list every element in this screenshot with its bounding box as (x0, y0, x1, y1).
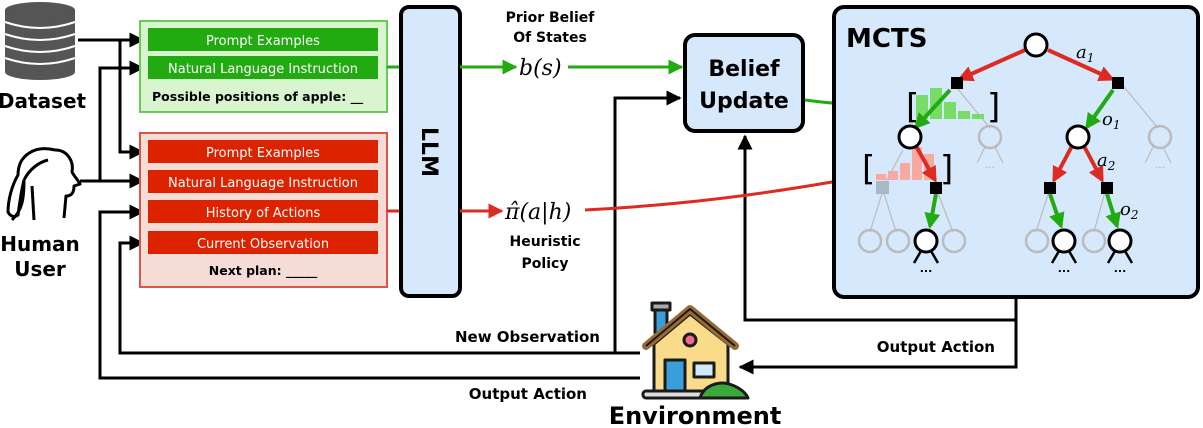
label-o1: o1 (1102, 109, 1120, 132)
dataset-label: Dataset (0, 89, 87, 113)
belief-prompt-box: Prompt Examples Natural Language Instruc… (139, 20, 388, 113)
ellipsis: ... (1114, 262, 1127, 275)
policy-symbol: π̂(a|h) (504, 200, 571, 225)
database-icon (4, 2, 76, 80)
human-label-line1: Human (0, 232, 80, 256)
mcts-title: MCTS (846, 24, 927, 54)
inactive-nodes (857, 124, 1173, 254)
human-head-icon (6, 147, 82, 222)
output-action-label-right: Output Action (877, 338, 995, 356)
house-icon (641, 301, 750, 400)
prior-belief-caption-line2: Of States (513, 30, 587, 46)
policy-to-mcts-arrow (584, 173, 858, 212)
action-nodes (930, 77, 1124, 194)
observation-nodes (897, 32, 1133, 254)
label-o2: o2 (1120, 199, 1138, 222)
policy-caption-line1: Heuristic (509, 234, 580, 250)
belief-update-line1: Belief (708, 57, 780, 82)
belief-prompt-item (148, 28, 378, 51)
llm-label: LLM (416, 127, 441, 177)
policy-prompt-item (148, 170, 378, 193)
mcts-panel: MCTS ... ... (832, 5, 1200, 299)
new-observation-label: New Observation (455, 328, 600, 346)
ellipsis-faded: ... (985, 160, 995, 171)
leaf-branches (912, 250, 1134, 264)
belief-update-block: Belief Update (683, 33, 805, 133)
svg-text:[: [ (862, 149, 875, 189)
inactive-action-node (876, 181, 889, 194)
policy-prompt-item (148, 140, 378, 163)
ellipsis-faded: ... (1155, 160, 1165, 171)
policy-prompt-item (148, 200, 378, 223)
belief-prompt-instruction: Natural Language Instruction (168, 62, 358, 77)
belief-query: Possible positions of apple: __ (152, 89, 364, 105)
svg-text:]: ] (987, 87, 1000, 127)
llm-block: LLM (399, 5, 462, 298)
active-edges (913, 48, 1121, 230)
output-action-label-left: Output Action (469, 385, 587, 403)
ellipsis: ... (1058, 262, 1071, 275)
policy-prompt-item (148, 231, 378, 254)
belief-symbol: b(s) (519, 56, 562, 81)
policy-prompt-examples: Prompt Examples (206, 146, 320, 161)
svg-text:]: ] (940, 149, 953, 189)
policy-prompt-instruction: Natural Language Instruction (168, 176, 358, 191)
policy-prompt-box: Prompt Examples Natural Language Instruc… (139, 132, 388, 288)
label-a1: a1 (1076, 42, 1094, 65)
inactive-edges (869, 81, 1172, 233)
human-label-line2: User (14, 257, 66, 281)
belief-prompt-examples: Prompt Examples (206, 34, 320, 49)
source-connectors (78, 32, 1018, 380)
policy-prompt-history: History of Actions (206, 206, 321, 221)
environment-label: Environment (609, 402, 782, 428)
policy-query: Next plan: _____ (209, 263, 318, 279)
policy-caption-line2: Policy (522, 256, 569, 272)
belief-prompt-item (148, 56, 378, 79)
policy-prompt-observation: Current Observation (197, 237, 329, 252)
prior-belief-caption-line1: Prior Belief (506, 10, 596, 26)
belief-update-line2: Update (699, 89, 789, 114)
ellipsis: ... (920, 262, 933, 275)
label-a2: a2 (1097, 150, 1115, 173)
root-node (1023, 32, 1049, 58)
